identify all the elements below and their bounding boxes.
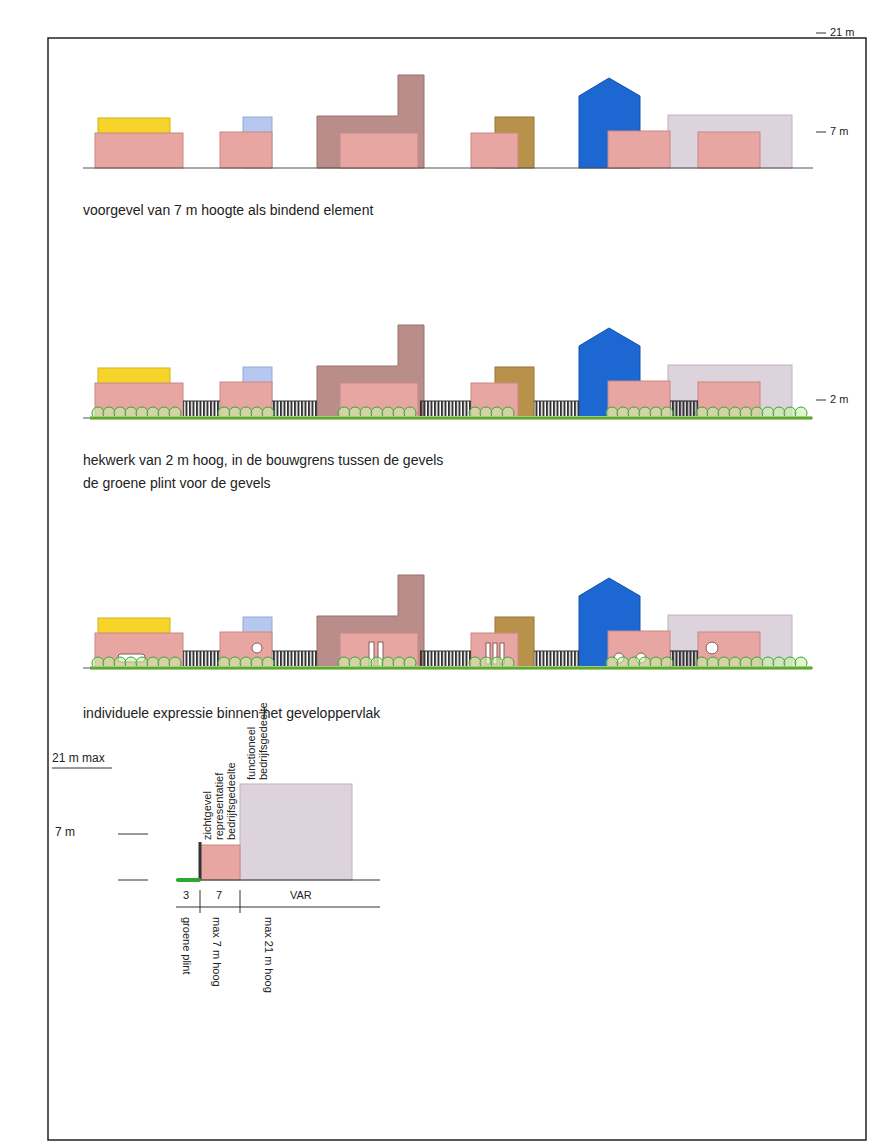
ground-line bbox=[176, 880, 380, 881]
height-tick bbox=[118, 834, 148, 835]
building-volume bbox=[98, 618, 170, 634]
dimension-label: groene plint bbox=[181, 917, 193, 1037]
building-volume bbox=[317, 575, 424, 668]
caption: voorgevel van 7 m hoogte als bindend ele… bbox=[83, 202, 373, 218]
dimension-tick bbox=[200, 890, 201, 913]
window bbox=[252, 643, 262, 653]
street-elevation bbox=[83, 75, 813, 168]
street-elevation bbox=[83, 325, 813, 420]
fence-rail bbox=[183, 650, 220, 651]
fence bbox=[670, 401, 698, 418]
building-volume bbox=[317, 325, 424, 418]
height-mark: 7 m bbox=[55, 826, 75, 840]
front-facade bbox=[220, 132, 272, 168]
building-volume bbox=[668, 115, 792, 168]
view-facade bbox=[199, 842, 202, 880]
fence bbox=[183, 651, 220, 668]
caption: individuele expressie binnen het gevelop… bbox=[83, 705, 380, 721]
front-facade bbox=[95, 633, 183, 668]
fence-rail bbox=[534, 650, 579, 651]
ground-line bbox=[83, 167, 813, 168]
fence-rail bbox=[272, 400, 317, 401]
height-tick bbox=[52, 768, 112, 769]
window bbox=[706, 642, 718, 654]
caption: de groene plint voor de gevels bbox=[83, 475, 271, 491]
front-facade bbox=[340, 633, 418, 668]
dimension-line bbox=[176, 907, 380, 908]
front-facade bbox=[95, 133, 183, 168]
height-tick bbox=[816, 132, 826, 133]
dimension-label: 3 bbox=[183, 889, 189, 902]
building-volume bbox=[98, 368, 170, 384]
fence-rail bbox=[272, 650, 317, 651]
height-tick bbox=[118, 880, 148, 881]
fence bbox=[670, 651, 698, 668]
front-facade bbox=[471, 133, 518, 168]
building-volume bbox=[98, 118, 170, 134]
front-facade bbox=[340, 133, 418, 168]
front-facade bbox=[698, 132, 760, 168]
dimension-tick bbox=[240, 890, 241, 913]
ground-line bbox=[83, 417, 813, 418]
functional-volume bbox=[240, 784, 352, 880]
zone-label: zichtgevel representatief bedrijfsgedeel… bbox=[201, 740, 237, 840]
fence bbox=[420, 401, 471, 418]
fence bbox=[534, 651, 579, 668]
building-volume bbox=[668, 615, 792, 668]
dimension-label: max 21 m hoog bbox=[263, 917, 275, 1037]
fence bbox=[272, 401, 317, 418]
fence bbox=[534, 401, 579, 418]
dimension-label: VAR bbox=[290, 889, 312, 902]
fence-rail bbox=[670, 650, 698, 651]
building-volume bbox=[317, 75, 424, 168]
green-plinth bbox=[178, 878, 199, 882]
ground-line bbox=[83, 667, 813, 668]
front-facade bbox=[95, 383, 183, 418]
fence-rail bbox=[670, 400, 698, 401]
zone-label: functioneel bedrijfsgedeelte bbox=[245, 680, 269, 780]
height-mark: 21 m bbox=[830, 26, 854, 39]
height-mark: 21 m max bbox=[52, 752, 105, 766]
dimension-label: 7 bbox=[216, 889, 222, 902]
street-elevation bbox=[83, 575, 813, 670]
fence bbox=[272, 651, 317, 668]
front-facade bbox=[340, 383, 418, 418]
fence-rail bbox=[183, 400, 220, 401]
front-facade bbox=[608, 131, 670, 168]
fence bbox=[183, 401, 220, 418]
height-tick bbox=[816, 33, 826, 34]
frame bbox=[48, 38, 866, 1140]
caption: hekwerk van 2 m hoog, in de bouwgrens tu… bbox=[83, 452, 443, 468]
height-mark: 2 m bbox=[830, 393, 848, 406]
height-tick bbox=[816, 400, 826, 401]
fence-rail bbox=[534, 400, 579, 401]
fence-rail bbox=[420, 650, 471, 651]
representative-volume bbox=[200, 845, 240, 880]
height-mark: 7 m bbox=[830, 125, 848, 138]
fence-rail bbox=[420, 400, 471, 401]
building-volume bbox=[668, 365, 792, 418]
fence bbox=[420, 651, 471, 668]
dimension-label: max 7 m hoog bbox=[211, 917, 223, 1037]
